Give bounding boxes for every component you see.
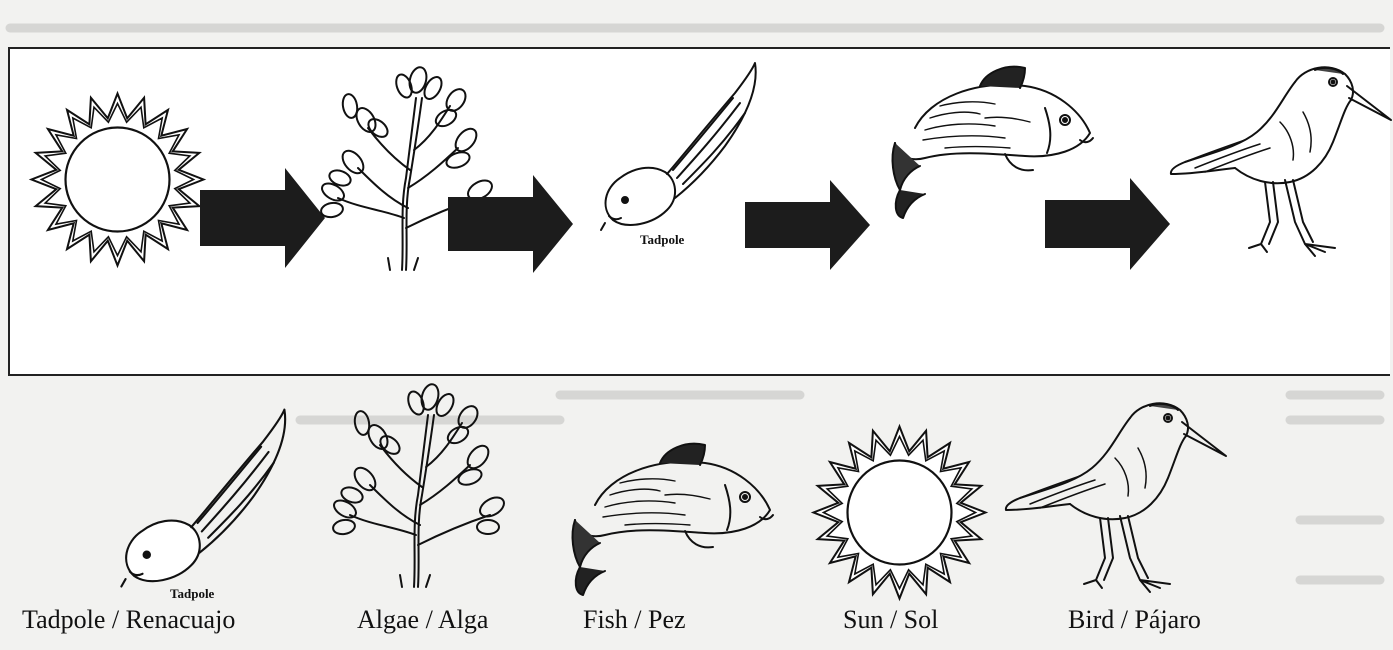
fish-icon	[565, 435, 780, 600]
key-fish	[565, 435, 780, 600]
chain-arrow-2	[448, 175, 573, 278]
chain-arrow-3	[745, 180, 870, 275]
sun-icon	[812, 425, 987, 600]
tadpole-caption: Tadpole	[640, 232, 684, 248]
chain-arrow-1	[200, 168, 325, 273]
tadpole-icon	[595, 58, 765, 233]
chain-tadpole	[595, 58, 765, 233]
label-algae: Algae / Alga	[357, 605, 488, 635]
key-sun	[812, 425, 987, 600]
label-sun: Sun / Sol	[843, 605, 938, 635]
label-fish: Fish / Pez	[583, 605, 686, 635]
algae-icon	[330, 375, 510, 590]
sun-icon	[30, 92, 205, 267]
label-bird: Bird / Pájaro	[1068, 605, 1201, 635]
bird-icon	[1165, 52, 1393, 267]
key-algae	[330, 375, 510, 590]
key-tadpole	[115, 402, 295, 592]
chain-sun	[30, 92, 205, 267]
key-tadpole-caption: Tadpole	[170, 586, 214, 602]
chain-bird	[1165, 52, 1393, 267]
key-bird	[1000, 388, 1228, 603]
label-tadpole: Tadpole / Renacuajo	[22, 605, 235, 635]
chain-arrow-4	[1045, 178, 1170, 275]
tadpole-icon	[115, 402, 295, 592]
bird-icon	[1000, 388, 1228, 603]
